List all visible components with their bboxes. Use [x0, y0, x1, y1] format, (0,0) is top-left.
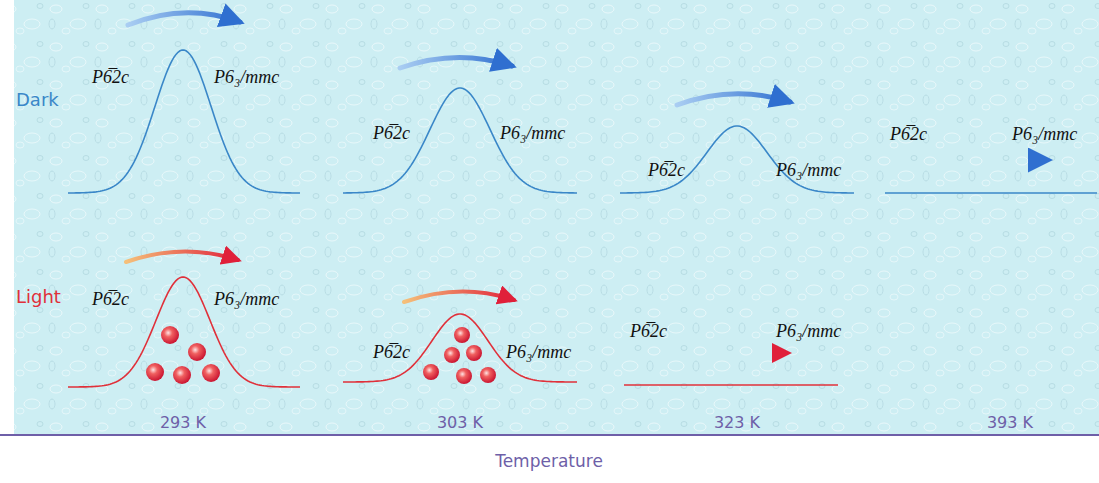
axis-title: Temperature: [495, 452, 603, 471]
phase-label: P6̅2c: [890, 125, 927, 145]
phase-label: P6̅2c: [373, 343, 410, 363]
phase-label: P6̅2c: [92, 290, 129, 310]
temperature-label: 323 K: [714, 414, 760, 432]
temperature-label: 293 K: [160, 414, 206, 432]
phase-label: P6₃/mmc: [1012, 125, 1077, 145]
phase-label: P6₃/mmc: [776, 161, 841, 181]
temperature-label: 303 K: [437, 414, 483, 432]
energy-curve: [68, 50, 300, 193]
phase-label: P6̅2c: [630, 322, 667, 342]
phase-label: P6₃/mmc: [500, 124, 565, 144]
temperature-label: 393 K: [987, 414, 1033, 432]
row-label: Light: [16, 287, 61, 307]
energy-curve: [68, 277, 300, 387]
phase-label: P6̅2c: [92, 68, 129, 88]
phase-label: P6₃/mmc: [214, 68, 279, 88]
energy-curve: [885, 192, 1097, 194]
phase-label: P6₃/mmc: [214, 290, 279, 310]
phase-label: P6̅2c: [373, 124, 410, 144]
phase-label: P6̅2c: [648, 161, 685, 181]
phase-label: P6₃/mmc: [776, 322, 841, 342]
row-label: Dark: [16, 90, 59, 110]
phase-label: P6₃/mmc: [506, 343, 571, 363]
energy-curve: [624, 384, 838, 386]
energy-curve: [343, 88, 577, 193]
energy-curve: [620, 126, 854, 193]
